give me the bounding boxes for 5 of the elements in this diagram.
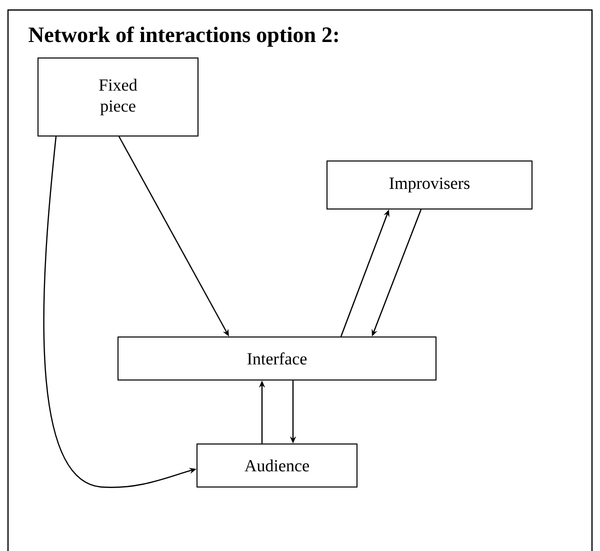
process-box: Audience (196, 444, 358, 488)
title: Network of interactions option 2: (28, 26, 338, 47)
process-box: Fixed piece (38, 58, 198, 136)
process-box: Improvisers (326, 160, 532, 210)
process-box: Interface (118, 336, 436, 380)
